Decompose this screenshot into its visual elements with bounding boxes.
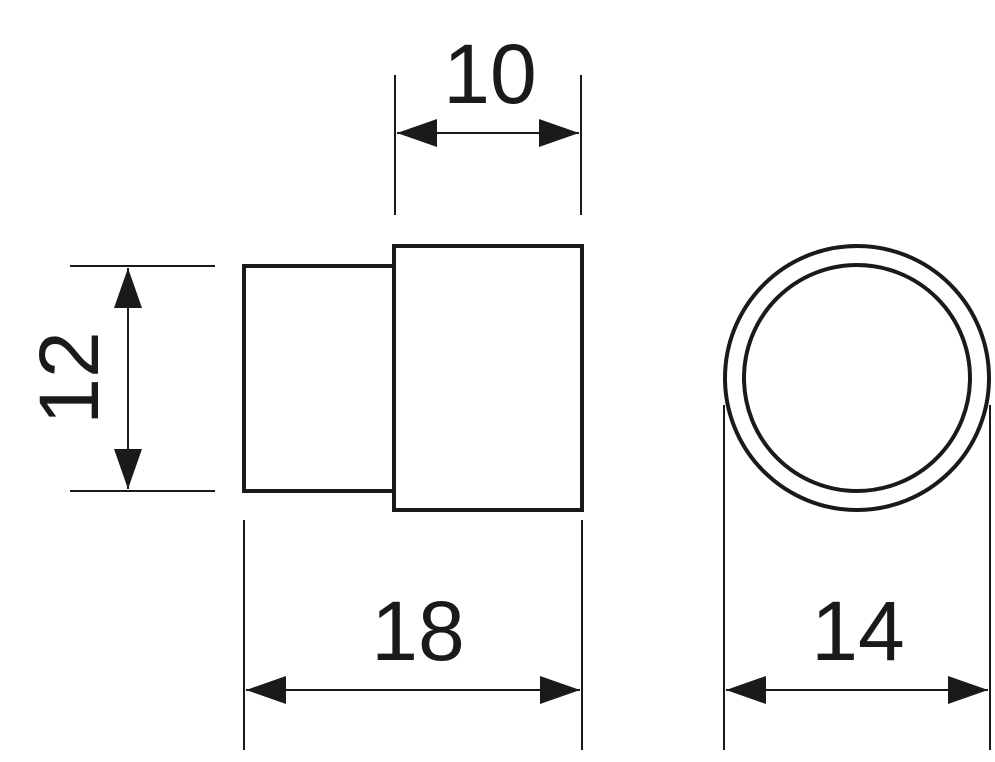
dimension-12 <box>70 265 215 492</box>
outer-circle <box>723 244 991 512</box>
dimension-label-top-width: 10 <box>443 27 536 121</box>
side-view <box>242 244 584 512</box>
dimension-label-length: 18 <box>371 584 464 678</box>
dimension-18 <box>243 520 583 750</box>
dimension-label-height: 12 <box>22 331 116 424</box>
small-section <box>242 264 396 493</box>
large-section <box>392 244 584 512</box>
front-view <box>723 244 991 512</box>
dimension-10 <box>394 75 582 215</box>
dimension-14 <box>723 405 991 750</box>
inner-circle <box>742 263 972 493</box>
dimension-label-diameter: 14 <box>811 584 904 678</box>
